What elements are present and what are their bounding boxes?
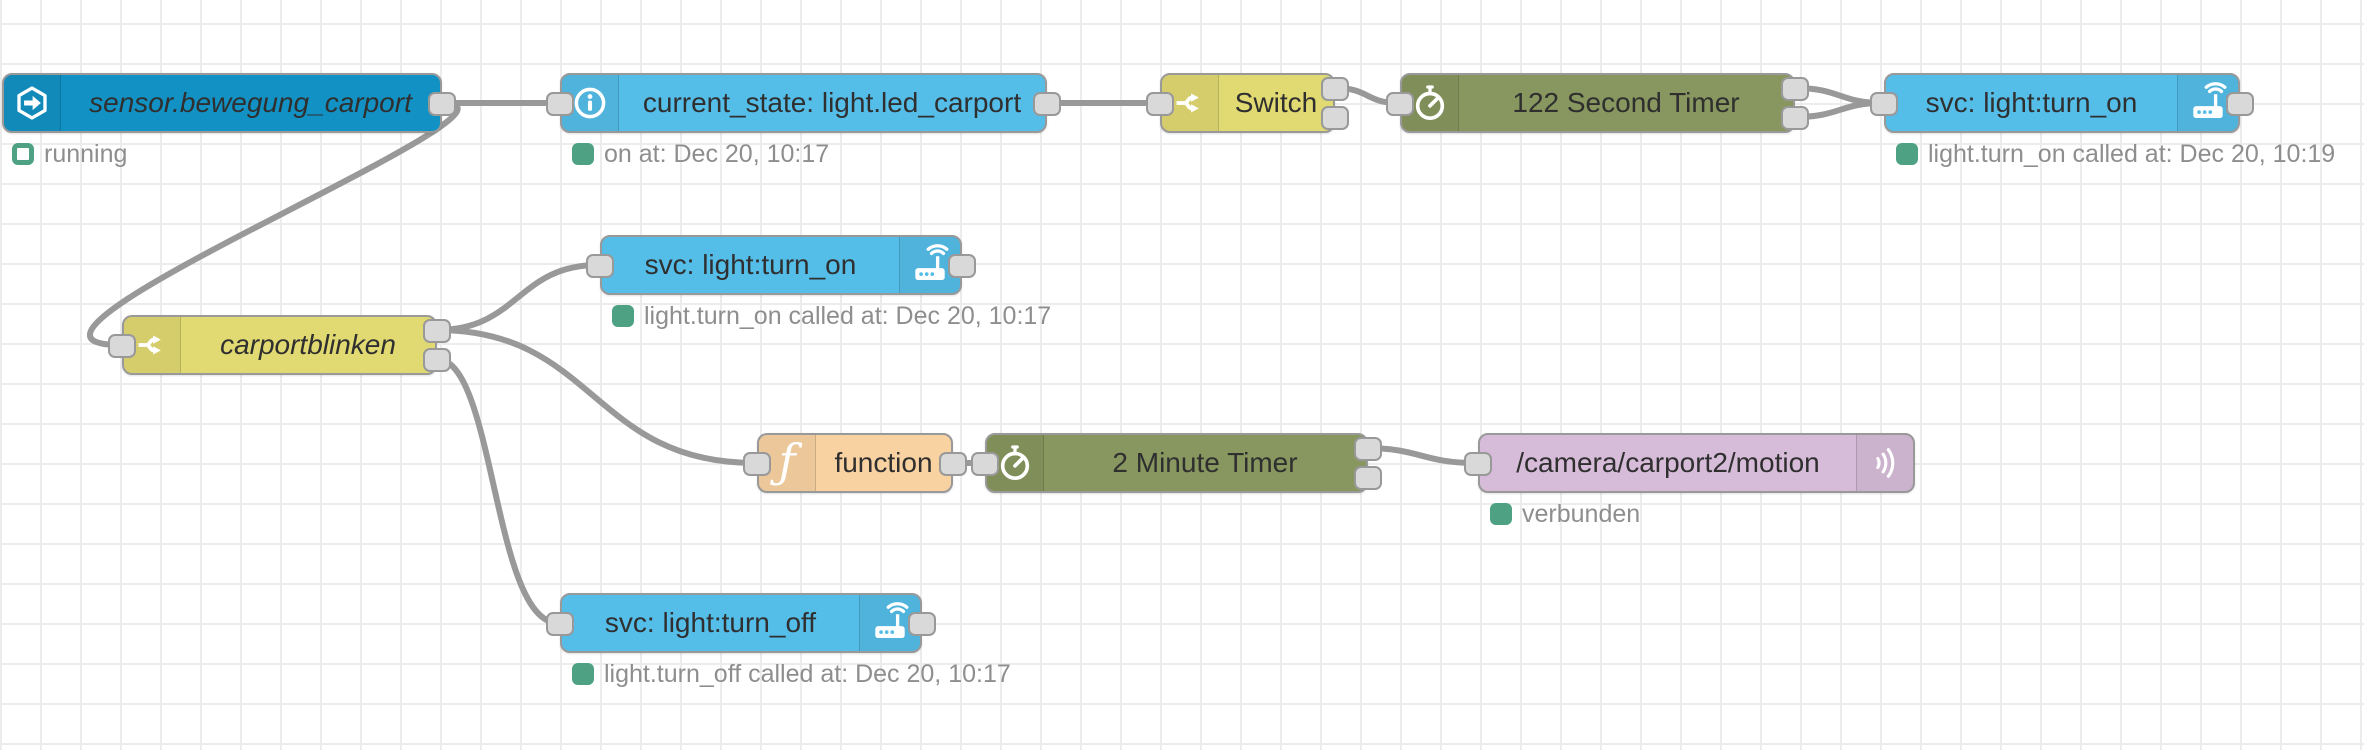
- node-122-second-timer[interactable]: 122 Second Timer: [1386, 73, 1809, 133]
- output-port-2[interactable]: [1781, 106, 1809, 130]
- status-dot-icon: [612, 305, 634, 327]
- node-label: carportblinken: [220, 329, 396, 360]
- output-port-1[interactable]: [1354, 437, 1382, 461]
- node-current-state[interactable]: current_state: light.led_carport: [546, 73, 1061, 133]
- node-sensor-bewegung-carport[interactable]: sensor.bewegung_carport: [2, 73, 456, 133]
- node-label: current_state: light.led_carport: [642, 87, 1022, 118]
- input-port[interactable]: [546, 612, 574, 636]
- node-svc-light-turn-off[interactable]: svc: light:turn_off: [546, 593, 936, 653]
- output-port[interactable]: [1033, 92, 1061, 116]
- input-port[interactable]: [108, 334, 136, 358]
- node-status: on at: Dec 20, 10:17: [572, 139, 830, 168]
- input-port[interactable]: [546, 92, 574, 116]
- output-port-2[interactable]: [1354, 466, 1382, 490]
- status-dot-icon: [572, 143, 594, 165]
- wire[interactable]: [434, 262, 601, 333]
- status-dot-icon: [572, 663, 594, 685]
- input-port[interactable]: [1146, 92, 1174, 116]
- status-text: light.turn_on called at: Dec 20, 10:17: [644, 301, 1052, 330]
- node-status: verbunden: [1490, 499, 1641, 528]
- wire[interactable]: [434, 327, 758, 466]
- output-port[interactable]: [948, 254, 976, 278]
- output-port[interactable]: [428, 92, 456, 116]
- node-label: sensor.bewegung_carport: [89, 87, 412, 118]
- node-function[interactable]: ƒ function: [743, 433, 967, 493]
- input-port[interactable]: [1464, 452, 1492, 476]
- node-label: svc: light:turn_on: [1925, 87, 2138, 118]
- node-status: light.turn_on called at: Dec 20, 10:17: [612, 301, 1052, 330]
- output-port[interactable]: [939, 452, 967, 476]
- node-2-minute-timer[interactable]: 2 Minute Timer: [971, 433, 1382, 493]
- output-port-2[interactable]: [423, 348, 451, 372]
- wire[interactable]: [87, 100, 461, 348]
- node-status: running: [12, 139, 128, 168]
- status-text: light.turn_off called at: Dec 20, 10:17: [604, 659, 1011, 688]
- node-label: function: [834, 447, 933, 478]
- input-port[interactable]: [1870, 92, 1898, 116]
- status-text: light.turn_on called at: Dec 20, 10:19: [1928, 139, 2336, 168]
- input-port[interactable]: [586, 254, 614, 278]
- output-port-1[interactable]: [1781, 77, 1809, 101]
- wire[interactable]: [434, 356, 561, 626]
- node-status: light.turn_on called at: Dec 20, 10:19: [1896, 139, 2336, 168]
- status-dot-icon: [1896, 143, 1918, 165]
- node-mqtt-camera-carport2-motion[interactable]: /camera/carport2/motion: [1464, 433, 1915, 493]
- node-carportblinken[interactable]: carportblinken: [108, 315, 451, 375]
- output-port[interactable]: [2226, 92, 2254, 116]
- node-label: 2 Minute Timer: [1112, 447, 1298, 478]
- status-text: running: [44, 139, 128, 168]
- node-status: light.turn_off called at: Dec 20, 10:17: [572, 659, 1011, 688]
- output-port-1[interactable]: [423, 319, 451, 343]
- node-svc-light-turn-on-1[interactable]: svc: light:turn_on: [1870, 73, 2254, 133]
- node-label: 122 Second Timer: [1512, 87, 1740, 118]
- node-label: svc: light:turn_off: [604, 607, 817, 638]
- node-switch[interactable]: Switch: [1146, 73, 1349, 133]
- node-label: Switch: [1234, 87, 1318, 118]
- input-port[interactable]: [1386, 92, 1414, 116]
- node-svc-light-turn-on-2[interactable]: svc: light:turn_on: [586, 235, 976, 295]
- stopwatch-icon: [1402, 75, 1459, 131]
- node-label: /camera/carport2/motion: [1516, 447, 1820, 478]
- broadcast-icon: [1856, 435, 1913, 491]
- output-port[interactable]: [908, 612, 936, 636]
- hexagon-arrow-icon: [4, 75, 61, 131]
- router-icon: [899, 237, 960, 293]
- status-ring-icon: [12, 143, 34, 165]
- status-text: verbunden: [1522, 499, 1641, 528]
- input-port[interactable]: [971, 452, 999, 476]
- status-text: on at: Dec 20, 10:17: [604, 139, 830, 168]
- output-port-1[interactable]: [1321, 77, 1349, 101]
- output-port-2[interactable]: [1321, 106, 1349, 130]
- status-dot-icon: [1490, 503, 1512, 525]
- node-label: svc: light:turn_on: [644, 249, 857, 280]
- input-port[interactable]: [743, 452, 771, 476]
